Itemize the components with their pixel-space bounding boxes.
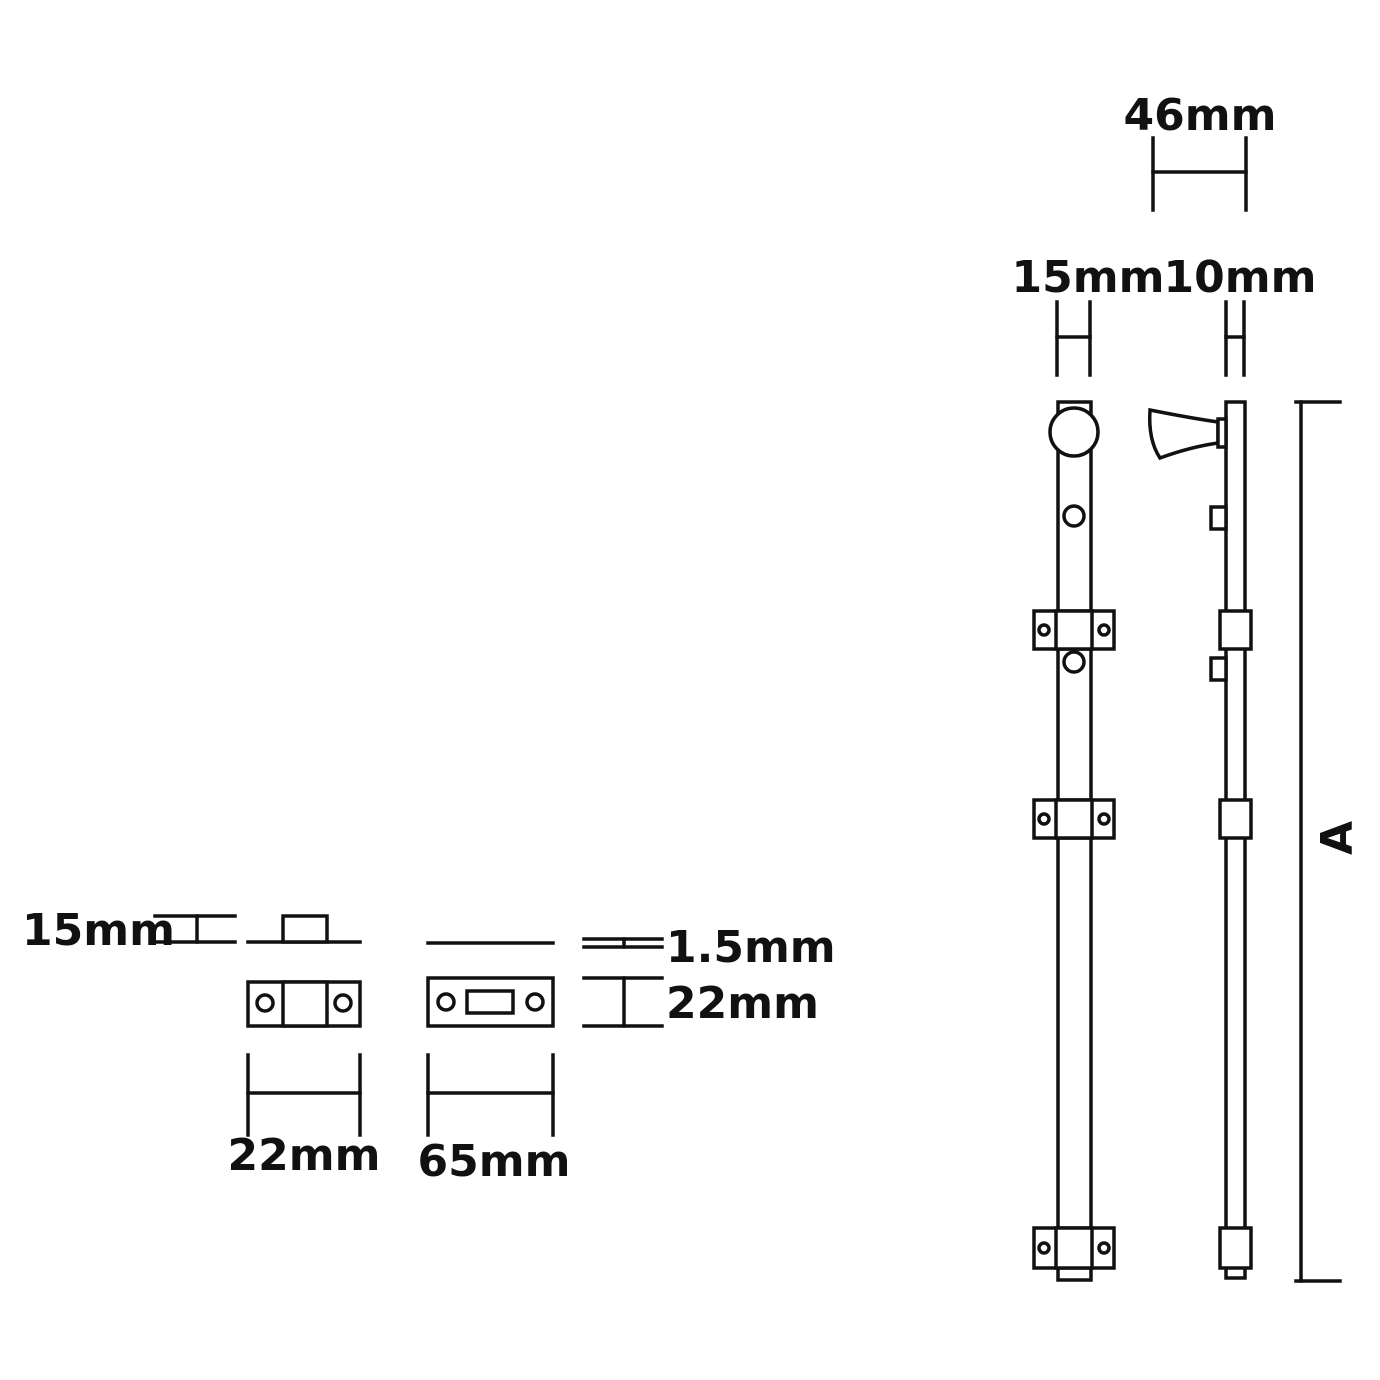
bolt-front-width-label: 15mm (1012, 252, 1165, 303)
keeper-view (246, 914, 362, 1028)
bolt-length-label: A (1312, 821, 1363, 855)
plate-height-label: 22mm (666, 978, 819, 1029)
dimension-plate-height: 22mm (582, 976, 819, 1029)
bolt-side-thickness-label: 10mm (1164, 252, 1317, 303)
keeper-width-label: 22mm (228, 1130, 381, 1181)
bolt-side-view (1147, 400, 1253, 1280)
dimension-overall-width: 46mm (1124, 90, 1277, 212)
plate-view (426, 941, 555, 1028)
dimension-bolt-side-thickness: 10mm (1164, 252, 1317, 377)
dimension-bolt-length: A (1294, 400, 1363, 1283)
plate-thickness-label: 1.5mm (666, 922, 836, 973)
dimension-plate-thickness: 1.5mm (582, 922, 836, 973)
dimension-bolt-front-width: 15mm (1012, 252, 1165, 377)
keeper-height-label: 15mm (22, 905, 175, 956)
bolt-front-view (1032, 400, 1116, 1282)
dimension-keeper-height: 15mm (22, 905, 237, 956)
plate-length-label: 65mm (418, 1136, 571, 1187)
dimension-plate-length: 65mm (418, 1053, 571, 1187)
overall-width-label: 46mm (1124, 90, 1277, 141)
dimension-keeper-width: 22mm (228, 1053, 381, 1181)
